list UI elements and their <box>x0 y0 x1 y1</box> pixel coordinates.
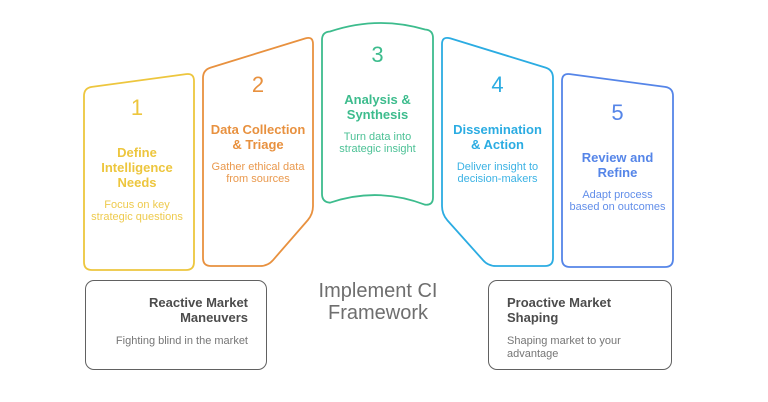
step-1-card-outline <box>83 73 195 271</box>
step-2-number: 2 <box>251 72 265 97</box>
step-5-card-outline <box>561 73 674 268</box>
step-4-title: Dissemination & Action <box>453 122 542 152</box>
step-2-card-outline <box>202 36 314 267</box>
step-1-subtitle: Focus on key strategic questions <box>91 199 183 223</box>
step-2-card: 2 Data Collection & Triage Gather ethica… <box>203 72 313 186</box>
step-1-number: 1 <box>130 95 144 120</box>
step-3-subtitle: Turn data into strategic insight <box>339 131 416 155</box>
step-2-title: Data Collection & Triage <box>210 122 306 152</box>
step-3-title: Analysis & Synthesis <box>344 92 411 122</box>
step-3-number: 3 <box>371 42 384 67</box>
reactive-market-title: Reactive Market Maneuvers <box>149 295 248 325</box>
step-1-card: 1 Define Intelligence Needs Focus on key… <box>82 95 192 224</box>
step-5-card: 5 Review and Refine Adapt process based … <box>562 100 673 214</box>
proactive-market-subtitle: Shaping market to your advantage <box>507 335 621 360</box>
step-4-subtitle: Deliver insight to decision-makers <box>456 161 539 185</box>
step-1-title: Define Intelligence Needs <box>101 145 173 190</box>
diagram-title: Implement CI Framework <box>318 280 438 324</box>
proactive-market-box: Proactive Market Shaping Shaping market … <box>488 280 672 370</box>
step-4-card-outline <box>441 36 554 267</box>
proactive-market-title: Proactive Market Shaping <box>507 295 612 325</box>
reactive-market-subtitle: Fighting blind in the market <box>115 335 248 347</box>
reactive-market-box: Reactive Market Maneuvers Fighting blind… <box>85 280 267 370</box>
step-5-number: 5 <box>611 100 624 125</box>
step-4-card: 4 Dissemination & Action Deliver insight… <box>442 72 553 186</box>
step-3-card: 3 Analysis & Synthesis Turn data into st… <box>322 42 433 156</box>
step-3-card-outline <box>321 22 434 206</box>
step-5-title: Review and Refine <box>581 150 654 180</box>
step-4-number: 4 <box>491 72 504 97</box>
step-5-subtitle: Adapt process based on outcomes <box>569 189 666 213</box>
step-2-subtitle: Gather ethical data from sources <box>211 161 305 185</box>
